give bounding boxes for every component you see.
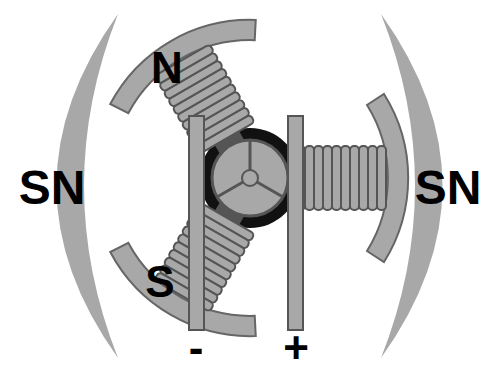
brush-positive xyxy=(288,116,303,330)
magnet-label: SN xyxy=(415,164,482,212)
terminal-sign: - xyxy=(189,326,204,370)
commutator xyxy=(212,140,288,216)
magnet-label: SN xyxy=(19,164,86,212)
brush-negative xyxy=(189,116,204,330)
pole-label: N xyxy=(151,46,183,90)
terminal-sign: + xyxy=(283,326,309,370)
pole-label: S xyxy=(145,260,174,304)
